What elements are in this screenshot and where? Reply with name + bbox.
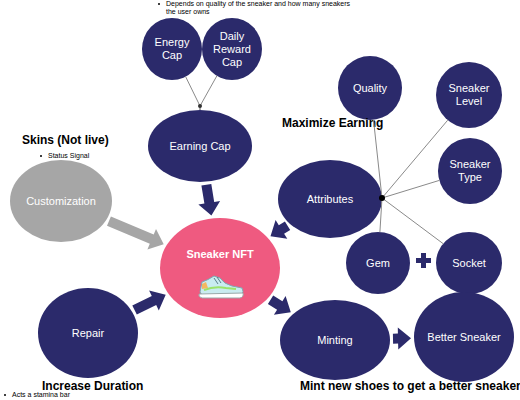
connector-line (382, 120, 448, 198)
node-label: Attributes (307, 193, 353, 206)
attribute-circle: Quality (338, 56, 402, 120)
node-inner: Minting (280, 300, 390, 380)
node-inner: Earning Cap (148, 110, 252, 182)
sneaker-illustration (196, 270, 246, 300)
attribute-circle: Socket (436, 232, 502, 294)
cap-circle: Daily Reward Cap (202, 18, 262, 80)
section-heading: Increase Duration (42, 379, 143, 393)
earning-cap-ellipse: Earning Cap (148, 110, 252, 182)
node-inner: Customization (10, 160, 112, 242)
node-label: Energy Cap (148, 36, 196, 62)
bullet-text: Status Signal (48, 152, 89, 160)
node-label: Better Sneaker (427, 331, 500, 344)
node-label: Repair (72, 327, 104, 340)
attributes-ellipse: AttributesMaximize Earning (278, 160, 382, 238)
node-label: Sneaker Type (444, 158, 496, 184)
section-heading: Skins (Not live) (22, 133, 109, 147)
node-inner: Energy Cap (142, 18, 202, 80)
node-inner: Sneaker Type (438, 138, 502, 204)
sneaker-nft-ellipse: Sneaker NFT (160, 218, 280, 318)
block-arrow (268, 295, 291, 314)
block-arrow (132, 291, 165, 315)
node-inner: Sneaker NFT (160, 218, 280, 318)
node-inner: Repair (38, 288, 138, 378)
bullet-note: Status Signal (40, 152, 130, 160)
connector-line (374, 120, 383, 198)
better-sneaker-circle: Better Sneaker (414, 292, 514, 382)
bullet-dot (40, 155, 42, 157)
connector-line (186, 77, 200, 110)
bullet-dot (158, 3, 160, 5)
minting-ellipse: Minting (280, 300, 390, 380)
node-label: Sneaker NFT (186, 248, 253, 261)
plus-symbol (416, 253, 431, 268)
node-label: Socket (452, 257, 486, 270)
node-label: Quality (353, 82, 387, 95)
node-inner: Daily Reward Cap (202, 18, 262, 80)
node-inner: Attributes (278, 160, 382, 238)
node-inner: Better Sneaker (414, 292, 514, 382)
node-label: Customization (26, 195, 96, 208)
node-inner: Sneaker Level (436, 62, 502, 128)
attribute-circle: Sneaker Type (438, 138, 502, 204)
node-label: Daily Reward Cap (208, 30, 256, 69)
node-label: Sneaker Level (442, 82, 496, 108)
cap-circle: Energy Cap (142, 18, 202, 80)
block-arrow (198, 184, 220, 216)
bullet-note: Acts a stamina bar (4, 391, 144, 399)
connector-line (200, 76, 217, 110)
node-label: Earning Cap (169, 140, 230, 153)
connector-line (382, 180, 439, 198)
node-inner: Quality (338, 56, 402, 120)
connector-line (382, 198, 443, 244)
attribute-circle: Gem (346, 232, 410, 294)
connector-line (380, 198, 382, 232)
block-arrow (271, 220, 291, 239)
bullet-text: Acts a stamina bar (12, 391, 70, 399)
node-inner: Socket (436, 232, 502, 294)
caption-text: Mint new shoes to get a better sneaker (300, 379, 520, 393)
node-inner: Gem (346, 232, 410, 294)
junction-dot (198, 104, 202, 108)
repair-circle: RepairIncrease DurationActs a stamina ba… (38, 288, 138, 378)
block-arrow (107, 217, 164, 250)
ellipse-outline (160, 218, 280, 318)
customization-ellipse: CustomizationSkins (Not live)Status Sign… (10, 160, 112, 242)
note-text: Depends on quality of the sneaker and ho… (166, 0, 358, 16)
node-label: Gem (366, 257, 390, 270)
bullet-dot (4, 394, 6, 396)
attribute-circle: Sneaker Level (436, 62, 502, 128)
section-heading: Maximize Earning (282, 116, 383, 130)
bullet-note: Depends on quality of the sneaker and ho… (158, 0, 358, 16)
block-arrow (393, 328, 411, 350)
node-label: Minting (317, 334, 352, 347)
